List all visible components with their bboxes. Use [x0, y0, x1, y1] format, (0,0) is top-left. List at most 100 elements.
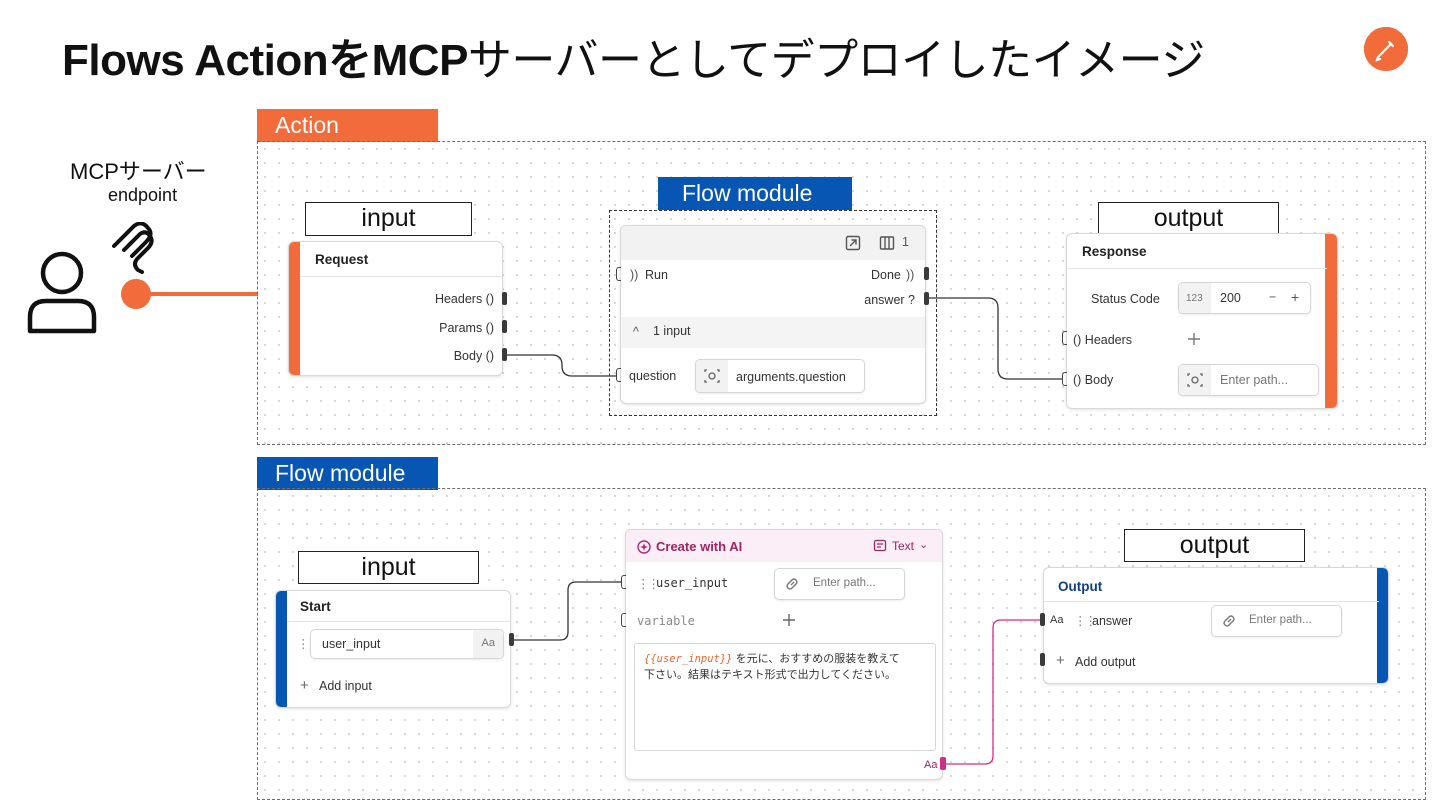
ai-variable-label: variable — [637, 614, 695, 628]
response-status-plus[interactable]: + — [1291, 289, 1300, 305]
mcp-connector-line — [140, 292, 258, 296]
output-add-output[interactable]: Add output — [1075, 655, 1136, 669]
response-title: Response — [1082, 244, 1147, 259]
text-icon — [873, 539, 888, 554]
ai-node-title: Create with AI — [656, 539, 743, 554]
done-radio-icon: )) — [906, 268, 915, 282]
ai-user-input-placeholder: Enter path... — [813, 577, 876, 589]
request-node[interactable]: Request Headers () Params () Body () — [288, 241, 503, 376]
flow-node-run: Run — [645, 268, 668, 282]
mcp-icon — [110, 221, 162, 274]
flow-node-answer: answer ? — [864, 293, 915, 307]
output-node[interactable]: Output Aa ⋮⋮ answer Enter path... + Add … — [1043, 567, 1389, 684]
ai-output-handle[interactable] — [940, 757, 946, 770]
radio-icon: )) — [630, 268, 639, 282]
flow-node-question-handle[interactable] — [616, 368, 621, 382]
start-field-value[interactable]: user_input — [322, 637, 381, 651]
flow-node-question-value: arguments.question — [736, 370, 846, 384]
ai-prompt-box[interactable]: {{user_input}} を元に、おすすめの服装を教えて 下さい。結果はテキ… — [634, 643, 936, 751]
ai-user-input-field[interactable]: Enter path... — [774, 568, 905, 600]
start-add-input[interactable]: Add input — [319, 679, 372, 693]
chevron-down-icon[interactable]: ⌄ — [919, 539, 929, 551]
start-output-handle[interactable] — [509, 633, 514, 646]
flow-node-inputs-toggle[interactable]: 1 input — [653, 324, 691, 338]
response-status-minus[interactable]: − — [1269, 290, 1277, 304]
start-title: Start — [300, 599, 331, 614]
response-node[interactable]: Response Status Code 123 200 − + () Head… — [1066, 233, 1338, 409]
link-icon — [784, 576, 800, 592]
request-divider — [300, 276, 502, 277]
start-divider — [287, 621, 510, 622]
output-add-handle[interactable] — [1040, 653, 1045, 666]
request-body: Body () — [453, 349, 494, 363]
open-icon[interactable] — [845, 235, 861, 251]
flow-node-inputs-bar[interactable] — [621, 317, 925, 348]
ai-prompt-line1: {{user_input}} を元に、おすすめの服装を教えて — [644, 650, 900, 666]
response-body-label: () Body — [1073, 373, 1114, 387]
output-field-type: Aa — [1050, 614, 1064, 626]
action-tag: Action — [257, 109, 438, 142]
output-stripe — [1377, 568, 1388, 683]
output-answer-handle[interactable] — [1040, 613, 1045, 626]
ai-node[interactable]: Create with AI Text ⌄ ⋮⋮ user_input Ente… — [625, 529, 943, 780]
response-status-label: Status Code — [1091, 292, 1160, 306]
start-field-type-box — [473, 630, 503, 658]
flow-input-label: input — [298, 551, 479, 584]
flow-node-question-field[interactable]: arguments.question — [695, 359, 865, 393]
flow-node-done-handle[interactable] — [924, 267, 929, 280]
ai-grip-icon[interactable]: ⋮⋮ — [637, 577, 660, 591]
ai-node-mode[interactable]: Text — [892, 539, 915, 553]
start-field-type: Aa — [481, 637, 495, 649]
request-params-handle[interactable] — [502, 320, 507, 333]
flow-node-count: 1 — [902, 235, 909, 249]
ai-node-header — [626, 530, 942, 562]
brand-logo-icon — [1364, 27, 1408, 71]
output-grip-icon[interactable]: ⋮⋮ — [1074, 614, 1097, 628]
response-body-field[interactable]: Enter path... — [1178, 364, 1319, 396]
flow-node-header — [621, 226, 925, 260]
ai-variable-add-icon[interactable] — [781, 612, 797, 628]
user-icon — [24, 247, 100, 335]
ai-variable-handle[interactable] — [621, 613, 626, 627]
ai-prompt-line2: 下さい。結果はテキスト形式で出力してください。 — [644, 669, 897, 681]
start-stripe — [276, 591, 287, 707]
action-output-label: output — [1098, 202, 1279, 236]
action-input-label: input — [305, 202, 472, 236]
start-field[interactable]: user_input Aa — [310, 629, 504, 659]
response-status-value[interactable]: 200 — [1220, 291, 1241, 305]
output-field-label: answer — [1092, 614, 1133, 628]
response-status-field[interactable]: 123 200 − + — [1178, 282, 1311, 314]
request-stripe — [289, 242, 300, 375]
columns-icon[interactable] — [879, 235, 895, 251]
mcp-label: MCPサーバー — [70, 159, 207, 184]
title-light: サーバーとしてデプロイしたイメージ — [467, 36, 1205, 85]
output-plus-icon[interactable]: + — [1056, 652, 1065, 669]
request-headers-handle[interactable] — [502, 292, 507, 305]
flow-output-label: output — [1124, 529, 1305, 562]
response-status-type: 123 — [1186, 293, 1203, 304]
response-headers-handle[interactable] — [1062, 331, 1067, 345]
ai-prompt-text1: を元に、おすすめの服装を教えて — [732, 653, 900, 665]
ai-user-input-label: user_input — [656, 576, 729, 590]
ai-user-input-handle[interactable] — [621, 575, 626, 589]
title-bold: Flows ActionをMCP — [62, 36, 468, 85]
page-title: Flows ActionをMCPサーバーとしてデプロイしたイメージ — [62, 24, 1205, 88]
output-field-placeholder: Enter path... — [1249, 614, 1312, 626]
response-body-handle[interactable] — [1062, 372, 1067, 386]
mcp-sublabel: endpoint — [108, 185, 178, 205]
start-plus-icon[interactable]: + — [300, 677, 309, 694]
start-node[interactable]: Start ⋮⋮ user_input Aa + Add input — [275, 590, 511, 708]
flow-section-tag: Flow module — [257, 457, 438, 490]
flow-module-node[interactable]: 1 )) Run Done )) answer ? ^ 1 input ques… — [620, 225, 926, 404]
output-field-input[interactable]: Enter path... — [1211, 605, 1342, 637]
response-body-target-icon — [1179, 365, 1211, 395]
output-divider — [1044, 601, 1379, 602]
request-body-handle[interactable] — [502, 348, 507, 361]
flow-node-run-handle[interactable] — [616, 267, 621, 281]
flow-node-answer-handle[interactable] — [924, 292, 929, 305]
chevron-up-icon[interactable]: ^ — [633, 325, 639, 339]
response-headers-add-icon[interactable] — [1186, 331, 1202, 347]
response-status-type-box — [1179, 283, 1211, 313]
request-title: Request — [315, 252, 369, 267]
request-params: Params () — [439, 321, 494, 335]
